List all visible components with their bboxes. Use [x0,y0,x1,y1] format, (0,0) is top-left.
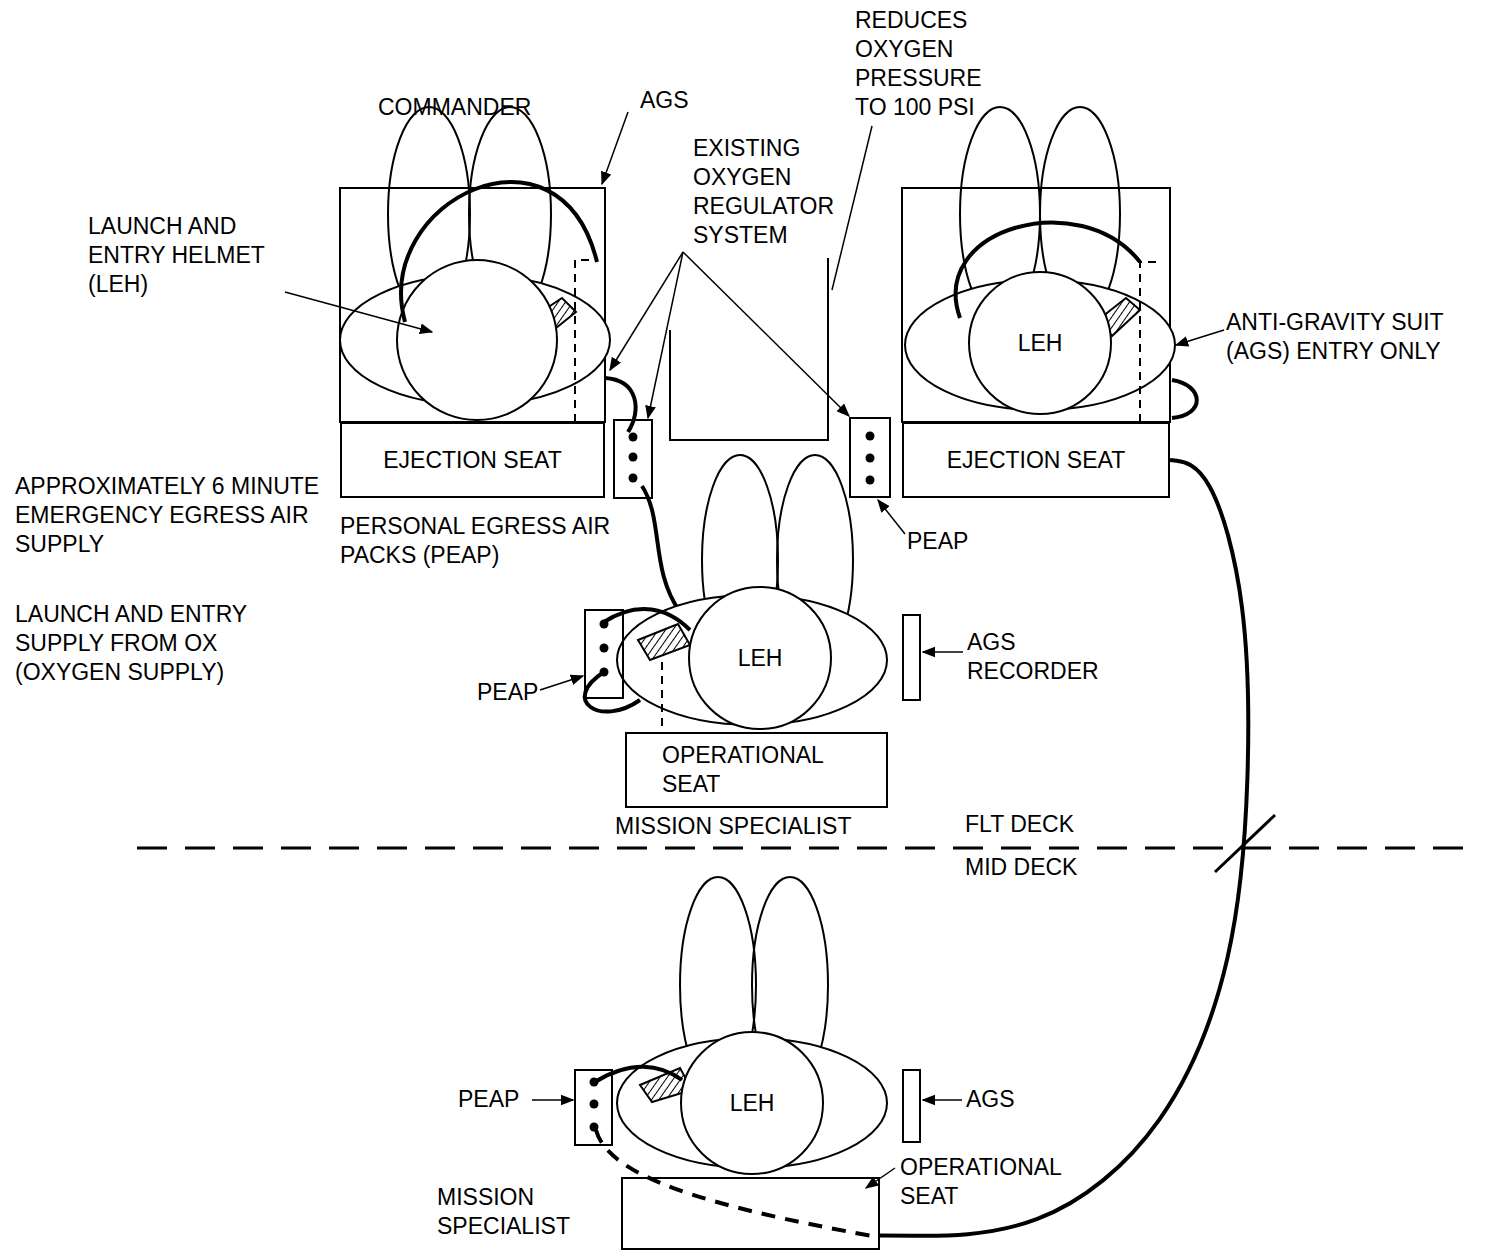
callout-label: COMMANDER [378,93,531,122]
peap-pack [614,420,652,498]
callout-label: PEAP [458,1085,519,1114]
callout-label: APPROXIMATELY 6 MINUTE EMERGENCY EGRESS … [15,472,320,559]
leader-line [602,112,628,184]
ags-plate [903,1070,920,1142]
leader-line [878,500,905,534]
helmet [397,260,557,420]
hatch [638,624,690,660]
seat-box: EJECTION SEAT [902,422,1170,498]
seat-box: OPERATIONAL SEAT [625,732,888,808]
ags-recorder [903,615,920,700]
seat-label: OPERATIONAL SEAT [662,741,852,799]
seat-box: EJECTION SEAT [340,422,605,498]
callout-label: REDUCES OXYGEN PRESSURE TO 100 PSI [855,6,995,122]
hose [642,486,680,612]
leader-line [683,252,849,416]
peap-pack [575,1070,612,1145]
seat-label: LEH [738,644,783,673]
callout-label: ANTI-GRAVITY SUIT (AGS) ENTRY ONLY [1226,308,1491,366]
callout-label: MID DECK [965,853,1077,882]
hose [585,672,640,712]
leader-line [923,1099,962,1101]
seat-label: LEH [1018,329,1063,358]
callout-label: PERSONAL EGRESS AIR PACKS (PEAP) [340,512,620,570]
callout-label: AGS RECORDER [967,628,1117,686]
helmet-circle: LEH [680,1031,824,1175]
callout-label: EXISTING OXYGEN REGULATOR SYSTEM [693,134,843,250]
callout-label: LAUNCH AND ENTRY SUPPLY FROM OX (OXYGEN … [15,600,320,687]
callout-label: LAUNCH AND ENTRY HELMET (LEH) [88,212,288,299]
callout-label: MISSION SPECIALIST [437,1183,602,1241]
leader-line [832,126,872,290]
hose [1172,380,1197,418]
leader-line [1176,330,1224,345]
hose [604,609,690,630]
hose [401,182,597,322]
dashed-line [1140,262,1160,422]
seat-label: LEH [730,1089,775,1118]
callout-label: MISSION SPECIALIST [615,812,851,841]
seat-label: EJECTION SEAT [947,446,1126,475]
callout-label: FLT DECK [965,810,1074,839]
leader-line [540,676,583,690]
seat-label: EJECTION SEAT [383,446,562,475]
seat-box: OPERATIONAL SEAT [621,1177,880,1250]
leader-line [648,252,683,418]
leader-line [532,1099,573,1101]
leader-line [610,252,683,370]
dashed-line [661,662,663,730]
helmet-circle: LEH [688,586,832,730]
hose [595,1067,682,1082]
deck-line [137,847,1470,850]
callout-label: PEAP [907,527,968,556]
dashed-line [575,260,598,422]
oxygen-line [880,460,1248,1236]
leader-line [285,292,432,332]
hose [605,378,636,432]
callout-label: PEAP [477,678,538,707]
callout-label: AGS [640,86,689,115]
console [670,258,828,440]
seat-label: OPERATIONAL SEAT [900,1153,1075,1211]
callout-label: AGS [966,1085,1015,1114]
peap-pack [850,418,890,497]
leader-line [923,651,963,653]
helmet-circle: LEH [968,271,1112,415]
